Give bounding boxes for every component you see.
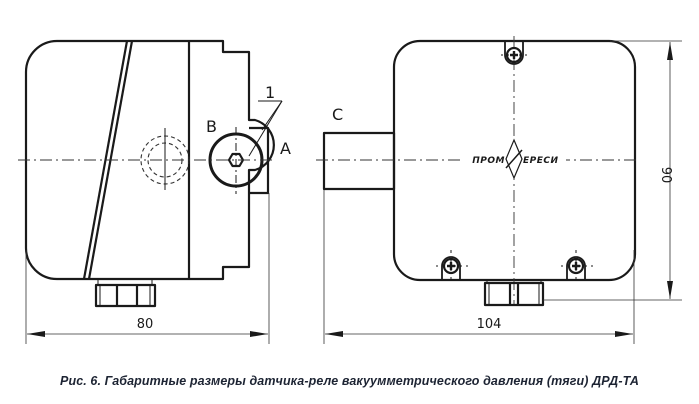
side-cable-gland <box>94 279 157 308</box>
callout-1: 1 <box>248 83 283 157</box>
dim-90-value: 90 <box>658 167 673 184</box>
callout-1-leader-b <box>261 100 283 131</box>
dimension-104: 104 <box>323 190 635 344</box>
port-a-label: A <box>280 139 291 158</box>
screw-br-lug <box>566 256 586 280</box>
front-cable-gland <box>483 280 545 307</box>
screw-top-lug <box>504 41 524 65</box>
screw-bl-lug <box>441 256 461 280</box>
port-b-label: B <box>206 117 217 136</box>
screw-bottom-left <box>436 250 468 284</box>
dim-80-value: 80 <box>137 317 154 332</box>
cover-seam-line-1 <box>82 40 129 280</box>
dim-104-arrow-right <box>615 331 633 337</box>
side-port-a-housing <box>249 126 270 195</box>
front-view: C <box>316 36 682 344</box>
dimension-90: 90 <box>543 40 682 301</box>
port-b-fitting <box>208 127 264 194</box>
side-view: 1 B A 80 <box>18 39 291 344</box>
callout-1-label: 1 <box>265 83 275 102</box>
logo-slash <box>505 149 523 169</box>
port-c-label: C <box>332 105 343 124</box>
dim-90-arrow-bottom <box>667 281 673 299</box>
dim-80-arrow-left <box>27 331 45 337</box>
dim-80-arrow-right <box>250 331 268 337</box>
dimension-80: 80 <box>25 193 270 344</box>
logo-text-right: ЕРЕСИ <box>523 156 559 166</box>
brand-logo: ПРОМ ЕРЕСИ <box>462 138 566 180</box>
dim-90-arrow-top <box>667 42 673 60</box>
front-housing-outline <box>392 39 637 282</box>
callout-1-leader-a <box>248 100 283 157</box>
gland-nut <box>94 283 157 308</box>
screw-bottom-right <box>561 250 593 284</box>
logo-text-left: ПРОМ <box>472 156 505 166</box>
figure-caption: Рис. 6. Габаритные размеры датчика-реле … <box>60 374 639 388</box>
screw-top <box>501 41 527 65</box>
port-c-tube <box>322 131 396 191</box>
dim-104-arrow-left <box>325 331 343 337</box>
front-gland-nut <box>483 281 545 307</box>
dim-104-value: 104 <box>477 317 502 332</box>
